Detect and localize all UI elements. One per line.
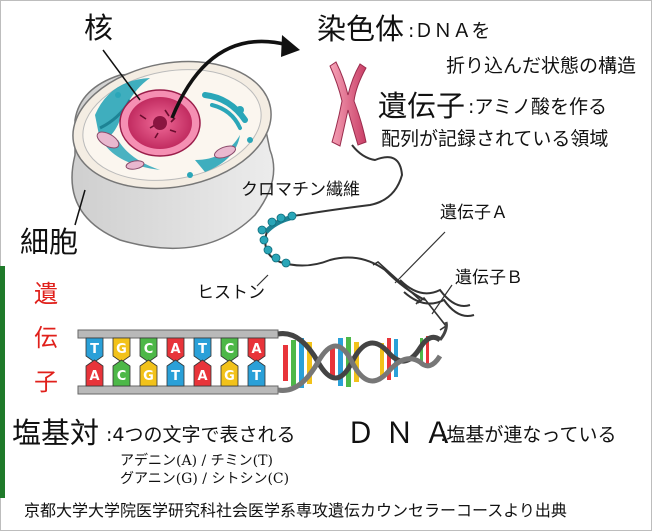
base-letter-bottom-g: G	[224, 369, 235, 384]
dna-desc: :塩基が連なっている	[440, 426, 616, 445]
gene-label: 遺伝子	[378, 92, 465, 121]
base-letter-top-g: G	[116, 342, 127, 357]
gene-a-label: 遺伝子Ａ	[440, 205, 508, 222]
base-letter-top-t: T	[90, 342, 99, 357]
chromosome-label: 染色体	[317, 15, 404, 44]
cell-illustration	[63, 35, 300, 248]
vertical-gene-char-1: 遺	[34, 282, 58, 306]
cell-label: 細胞	[20, 228, 78, 257]
base-letter-top-t: T	[198, 342, 207, 357]
base-letter-bottom-t: T	[171, 369, 180, 384]
chromatin-label: クロマチン繊維	[241, 182, 360, 199]
base-pair-label: 塩基対	[12, 419, 99, 448]
base-letter-top-a: A	[170, 342, 180, 357]
base-line-2: グアニン(G) / シトシン(C)	[120, 472, 289, 486]
base-letter-top-c: C	[225, 342, 235, 357]
source-credit: 京都大学大学院医学研究科社会医学系専攻遺伝カウンセラーコースより出典	[24, 503, 567, 519]
vertical-gene-char-3: 子	[34, 370, 58, 394]
chromosome-desc-1: :ＤＮＡを	[408, 22, 490, 41]
gene-desc-2: 配列が記録されている領域	[381, 130, 608, 149]
gene-desc-1: :アミノ酸を作る	[468, 98, 607, 117]
base-letter-bottom-c: C	[117, 369, 127, 384]
chromosome-desc-2: 折り込んだ状態の構造	[446, 57, 636, 76]
vertical-gene-char-2: 伝	[34, 326, 58, 350]
base-letter-top-c: C	[144, 342, 154, 357]
base-letter-bottom-t: T	[252, 369, 261, 384]
base-letter-top-a: A	[251, 342, 261, 357]
gene-b-label: 遺伝子Ｂ	[455, 270, 523, 287]
base-pair-desc: :4つの文字で表される	[106, 426, 296, 445]
nucleus-label: 核	[84, 14, 113, 43]
histone-label: ヒストン	[197, 285, 265, 302]
base-letter-bottom-a: A	[197, 369, 207, 384]
base-line-1: アデニン(A) / チミン(T)	[120, 454, 273, 468]
chromatin-fiber	[257, 145, 474, 330]
base-letter-bottom-a: A	[89, 369, 99, 384]
chromosome-illustration	[330, 62, 366, 146]
base-letter-bottom-g: G	[143, 369, 154, 384]
